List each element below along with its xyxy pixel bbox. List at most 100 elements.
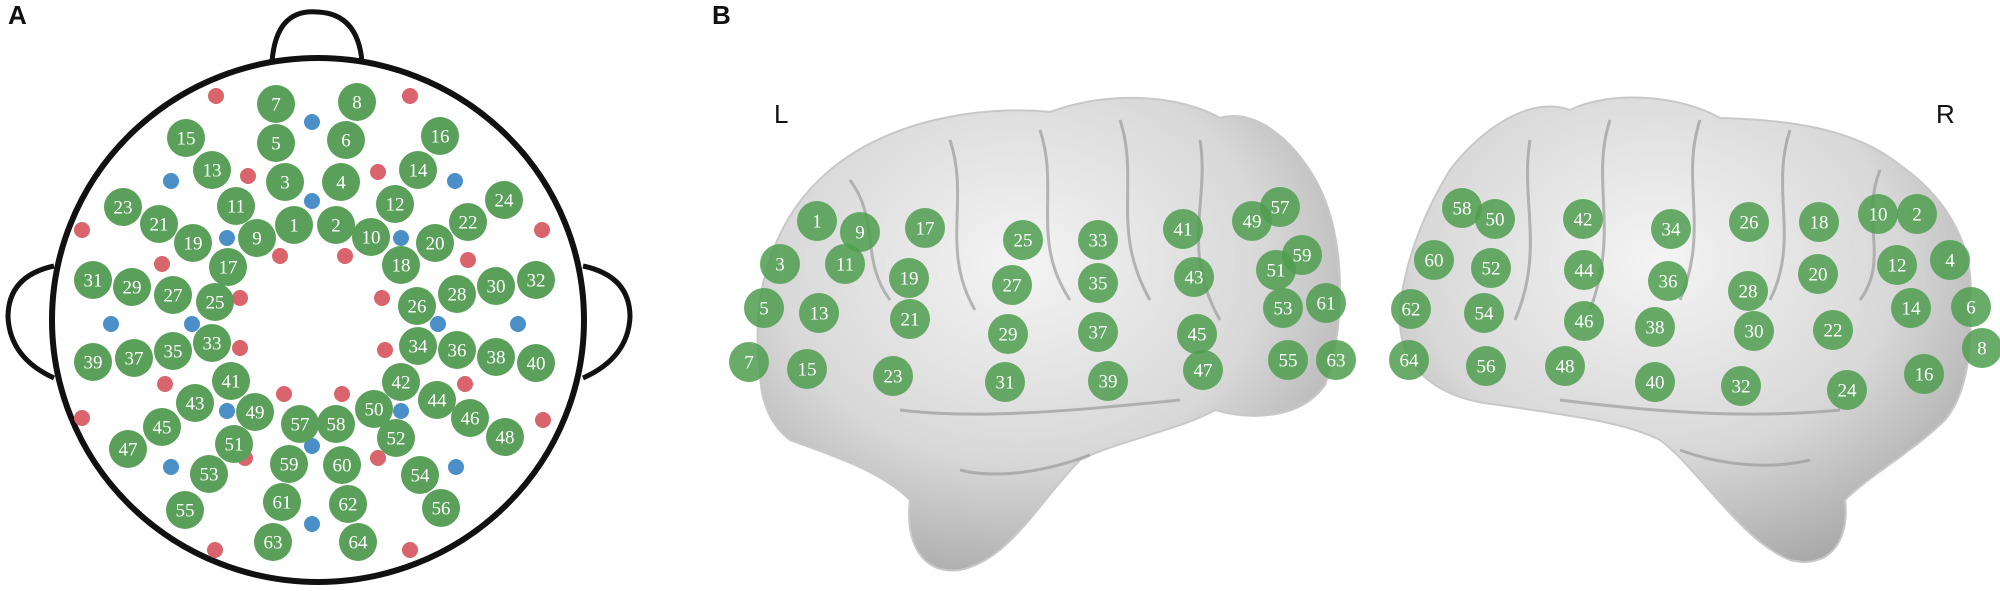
channel-label: 21 bbox=[150, 215, 169, 236]
channel-dot bbox=[143, 408, 181, 446]
channel-dot bbox=[355, 390, 393, 428]
channel-20: 20 bbox=[416, 224, 454, 262]
channel-dot bbox=[1635, 307, 1675, 347]
channel-62: 62 bbox=[329, 485, 367, 523]
channel-label: 60 bbox=[333, 456, 352, 477]
channel-dot bbox=[74, 343, 112, 381]
channel-label: 18 bbox=[392, 256, 411, 277]
channel-label: 40 bbox=[1646, 373, 1665, 394]
channel-dot bbox=[382, 363, 420, 401]
channel-5: 5 bbox=[257, 124, 295, 162]
channel-10: 10 bbox=[1858, 194, 1898, 234]
channel-43: 43 bbox=[176, 384, 214, 422]
blue-marker bbox=[510, 316, 526, 332]
red-marker bbox=[374, 290, 390, 306]
channel-dot bbox=[167, 119, 205, 157]
channel-dot bbox=[1306, 283, 1346, 323]
channel-label: 59 bbox=[280, 455, 299, 476]
channel-dot bbox=[154, 332, 192, 370]
channel-dot bbox=[825, 244, 865, 284]
channel-dot bbox=[215, 425, 253, 463]
channel-dot bbox=[729, 342, 769, 382]
channel-63: 63 bbox=[1316, 340, 1356, 380]
channel-dot bbox=[327, 121, 365, 159]
channel-11: 11 bbox=[217, 187, 255, 225]
channel-33: 33 bbox=[193, 324, 231, 362]
channel-label: 1 bbox=[812, 212, 822, 233]
channel-19: 19 bbox=[889, 258, 929, 298]
left-brain-shape bbox=[756, 96, 1341, 572]
blue-marker bbox=[219, 230, 235, 246]
channel-4: 4 bbox=[322, 163, 360, 201]
channel-dot bbox=[486, 418, 524, 456]
channel-dot bbox=[1651, 209, 1691, 249]
channel-label: 50 bbox=[1486, 210, 1505, 231]
channel-dot bbox=[281, 405, 319, 443]
channel-dot bbox=[873, 356, 913, 396]
channel-dot bbox=[399, 151, 437, 189]
channel-dot bbox=[266, 163, 304, 201]
channel-dot bbox=[398, 287, 436, 325]
channel-dot bbox=[322, 163, 360, 201]
channel-label: 53 bbox=[200, 465, 219, 486]
channel-label: 8 bbox=[352, 93, 362, 114]
channel-label: 45 bbox=[1188, 325, 1207, 346]
channel-25: 25 bbox=[1003, 220, 1043, 260]
channel-label: 41 bbox=[222, 372, 241, 393]
channel-label: 46 bbox=[1575, 312, 1594, 333]
channel-42: 42 bbox=[1563, 199, 1603, 239]
channel-dot bbox=[338, 83, 376, 121]
blue-marker bbox=[103, 316, 119, 332]
channel-label: 20 bbox=[1809, 265, 1828, 286]
channel-25: 25 bbox=[196, 283, 234, 321]
channel-63: 63 bbox=[254, 523, 292, 561]
channel-dot bbox=[166, 491, 204, 529]
channel-label: 13 bbox=[810, 304, 829, 325]
red-marker bbox=[370, 164, 386, 180]
channel-36: 36 bbox=[1648, 261, 1688, 301]
channel-label: 16 bbox=[431, 127, 450, 148]
channel-26: 26 bbox=[398, 287, 436, 325]
channel-dot bbox=[1734, 311, 1774, 351]
red-marker bbox=[370, 450, 386, 466]
channel-2: 2 bbox=[317, 206, 355, 244]
channel-dot bbox=[890, 299, 930, 339]
channel-label: 64 bbox=[1400, 351, 1420, 372]
channel-label: 24 bbox=[495, 191, 515, 212]
channel-dot bbox=[985, 362, 1025, 402]
channel-22: 22 bbox=[449, 203, 487, 241]
channel-dot bbox=[317, 206, 355, 244]
channel-40: 40 bbox=[1635, 362, 1675, 402]
channel-label: 15 bbox=[177, 129, 196, 150]
channel-8: 8 bbox=[338, 83, 376, 121]
channel-dot bbox=[1858, 194, 1898, 234]
red-marker bbox=[232, 340, 248, 356]
channel-label: 27 bbox=[1003, 276, 1022, 297]
channel-label: 55 bbox=[176, 501, 195, 522]
panel-label-a: A bbox=[8, 0, 27, 30]
channel-dot bbox=[416, 224, 454, 262]
channel-label: 53 bbox=[1274, 299, 1293, 320]
channel-label: 5 bbox=[271, 134, 281, 155]
channel-label: 52 bbox=[387, 429, 406, 450]
channel-dot bbox=[352, 218, 390, 256]
channel-dot bbox=[422, 489, 460, 527]
channel-41: 41 bbox=[212, 362, 250, 400]
channel-label: 63 bbox=[264, 533, 283, 554]
channel-dot bbox=[154, 276, 192, 314]
channel-label: 57 bbox=[1271, 198, 1290, 219]
channel-dot bbox=[992, 265, 1032, 305]
blue-marker bbox=[163, 173, 179, 189]
channel-4: 4 bbox=[1930, 240, 1970, 280]
channel-label: 42 bbox=[1574, 210, 1593, 231]
channel-52: 52 bbox=[377, 419, 415, 457]
red-marker bbox=[337, 248, 353, 264]
channel-dot bbox=[1263, 288, 1303, 328]
channel-37: 37 bbox=[115, 339, 153, 377]
channel-7: 7 bbox=[257, 85, 295, 123]
channel-33: 33 bbox=[1078, 220, 1118, 260]
red-marker bbox=[377, 342, 393, 358]
